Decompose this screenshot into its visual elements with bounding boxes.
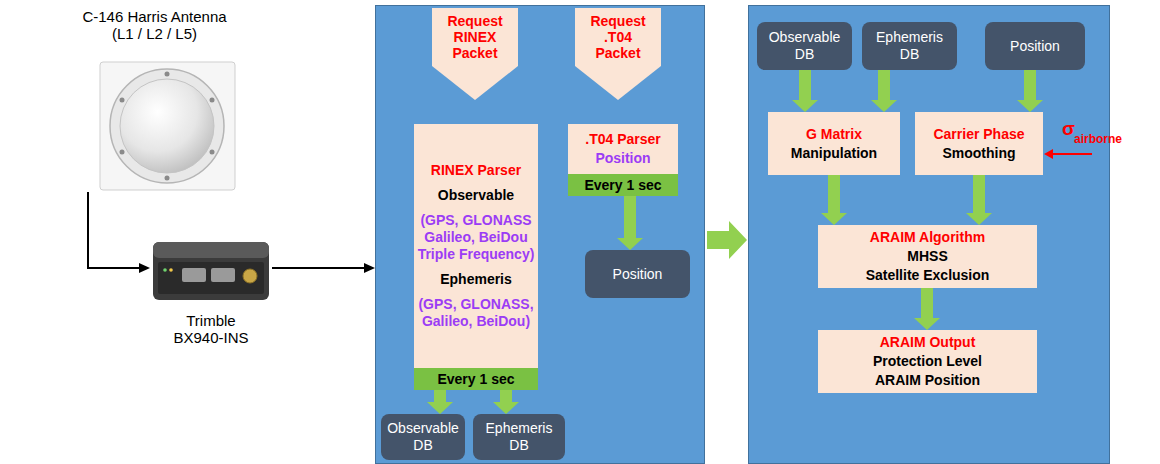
node-text: Observable DB (760, 29, 849, 63)
sigma-subscript: airborne (1074, 132, 1122, 146)
pentagon-fill (575, 8, 661, 100)
process-box: G MatrixManipulation (768, 112, 900, 175)
node-text: Every 1 sec (568, 176, 678, 194)
text-stack: G MatrixManipulation (768, 112, 900, 175)
receiver-node: Trimble BX940-INS (150, 236, 272, 348)
text-stack: ARAIM AlgorithmMHSS Satellite Exclusion (818, 225, 1037, 288)
data-store: Observable DB (381, 414, 465, 460)
node-text: C-146 Harris Antenna (L1 / L2 / L5) (72, 8, 237, 42)
node-text: Observable DB (384, 420, 462, 454)
node-text: Every 1 sec (414, 370, 538, 388)
node-text: Position (595, 150, 650, 167)
node-text: Request RINEX Packet (439, 13, 511, 61)
text-stack: ARAIM OutputProtection LevelARAIM Positi… (818, 330, 1037, 393)
pentagon-fill (432, 8, 518, 100)
node-text: Position (613, 266, 663, 283)
processing-panel: Request RINEX Packet Request .T04 PacketR… (375, 5, 705, 464)
arrow-head (139, 263, 150, 273)
text-stack: Carrier PhaseSmoothing (915, 112, 1043, 175)
node-text: Satellite Exclusion (866, 267, 990, 284)
data-store: Position (985, 22, 1085, 70)
node-text: ARAIM Algorithm (870, 229, 985, 246)
receiver-picture (153, 242, 269, 300)
node-text: RINEX Parser (431, 162, 521, 179)
parser-box: RINEX ParserObservable (GPS, GLONASS Gali… (414, 124, 538, 390)
algorithm-panel: Observable DB Ephemeris DB Position G Matri… (748, 5, 1110, 464)
text-stack: RINEX ParserObservable (GPS, GLONASS Gali… (414, 124, 538, 368)
process-box: ARAIM OutputProtection LevelARAIM Positi… (818, 330, 1037, 393)
parser-box: .T04 ParserPositionEvery 1 sec (568, 124, 678, 196)
node-text: (GPS, GLONASS Galileo, BeiDou Triple Fre… (417, 212, 535, 263)
node-text: Carrier Phase (933, 126, 1024, 143)
node-text: Ephemeris DB (865, 29, 954, 63)
node-text: .T04 Parser (585, 131, 661, 148)
node-text: Request .T04 Packet (582, 13, 654, 61)
connector (88, 192, 150, 273)
sigma-symbol: σ (1062, 118, 1075, 139)
data-store: Observable DB (757, 22, 852, 70)
node-text: Ephemeris (440, 271, 512, 288)
connector (272, 263, 375, 273)
process-box: Carrier PhaseSmoothing (915, 112, 1043, 175)
connector-line (88, 192, 140, 268)
node-text: Observable (438, 187, 514, 204)
node-text: ARAIM Position (875, 372, 980, 389)
block-arrow (707, 221, 747, 259)
antenna-node: C-146 Harris Antenna (L1 / L2 / L5) (62, 4, 247, 192)
node-text: Smoothing (942, 145, 1015, 162)
process-box: ARAIM AlgorithmMHSS Satellite Exclusion (818, 225, 1037, 288)
node-text: Protection Level (873, 353, 982, 370)
rate-band: Every 1 sec (414, 368, 538, 390)
data-store: Ephemeris DB (862, 22, 957, 70)
node-text: Manipulation (791, 145, 877, 162)
connector-line (272, 267, 365, 269)
node-text: Position (1010, 38, 1060, 55)
data-store: Ephemeris DB (473, 414, 565, 460)
node-text: Ephemeris DB (476, 420, 562, 454)
request-arrow: Request RINEX Packet (432, 8, 518, 100)
node-text: (GPS, GLONASS, Galileo, BeiDou) (417, 296, 535, 330)
node-text: MHSS (907, 248, 947, 265)
rate-band: Every 1 sec (568, 174, 678, 196)
data-store: Position (585, 250, 690, 298)
node-text: Trimble BX940-INS (166, 312, 256, 346)
node-text: G Matrix (806, 126, 862, 143)
connector (707, 221, 747, 259)
node-text: ARAIM Output (880, 334, 976, 351)
text-stack: .T04 ParserPosition (568, 124, 678, 174)
request-arrow: Request .T04 Packet (575, 8, 661, 100)
antenna-picture (100, 62, 235, 190)
arrow-head (364, 263, 375, 273)
